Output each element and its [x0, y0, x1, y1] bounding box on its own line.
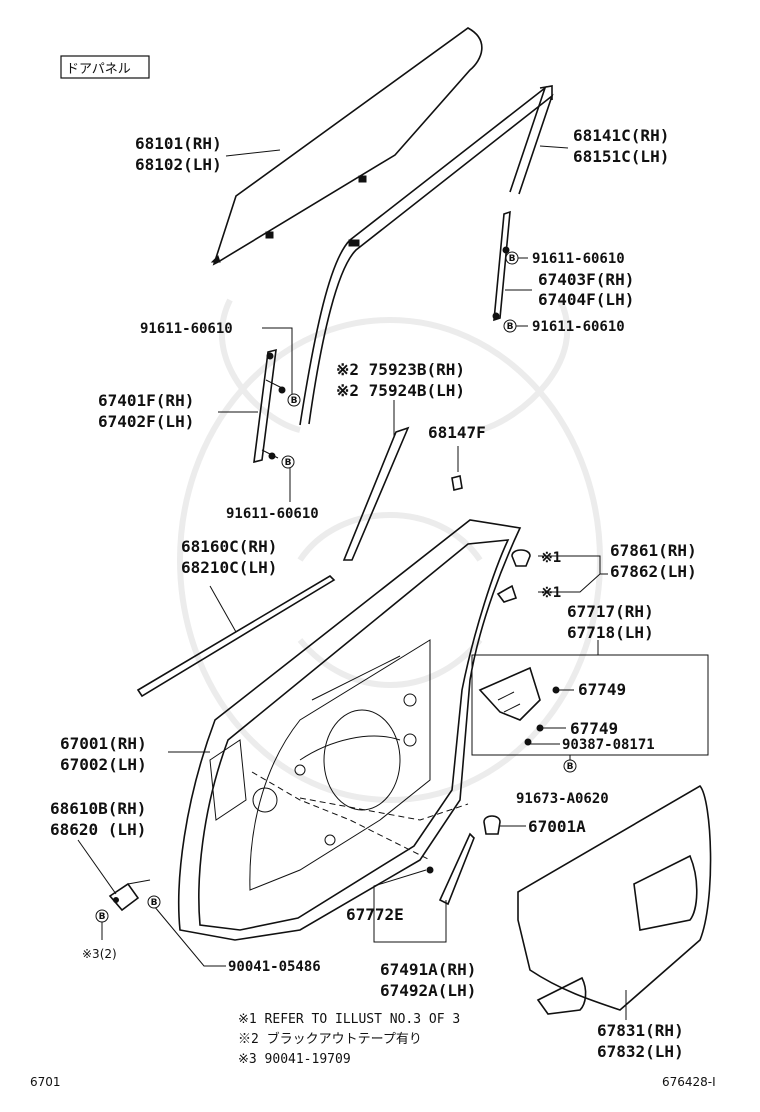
label-bolt-front-upper: 91611-60610: [140, 321, 233, 337]
page-code: 6701: [30, 1075, 61, 1089]
window-glass: [210, 27, 483, 266]
bolt-marker: B: [147, 895, 161, 909]
run-channel: [299, 85, 554, 426]
footnote-2: ※2 ブラックアウトテープ有り: [238, 1031, 422, 1047]
label-run-channel-rh: 68141C(RH): [573, 126, 669, 145]
bolt-marker: B: [287, 393, 301, 407]
label-front-sash-rh: 67401F(RH): [98, 391, 194, 410]
label-blackout-rh: ※2 75923B(RH): [336, 360, 465, 379]
footnotes: ※1 REFER TO ILLUST NO.3 OF 3 ※2 ブラックアウトテ…: [238, 1012, 460, 1067]
svg-text:B: B: [285, 458, 292, 468]
clip-68147f: [451, 475, 463, 491]
label-67001a: 67001A: [528, 817, 586, 836]
label-bolt-rear-lower: 91611-60610: [532, 319, 625, 335]
label-hinge-rh: 68610B(RH): [50, 799, 146, 818]
belt-weatherstrip: [136, 574, 336, 698]
label-bolt-front-lower: 91611-60610: [226, 506, 319, 522]
garnish-67491a: [426, 832, 475, 906]
svg-text:B: B: [291, 396, 298, 406]
label-glass-lh: 68102(LH): [135, 155, 222, 174]
lock-striker-group: [471, 654, 709, 756]
label-lock-striker-rh: 67717(RH): [567, 602, 654, 621]
label-lock-striker-lh: 67718(LH): [567, 623, 654, 642]
label-bolt-90041: 90041-05486: [228, 959, 321, 975]
illust-code: 676428-I: [662, 1075, 716, 1089]
label-glass-rh: 68101(RH): [135, 134, 222, 153]
label-garnish-rh: 67491A(RH): [380, 960, 476, 979]
front-sash: [253, 348, 286, 464]
label-door-panel-lh: 67002(LH): [60, 755, 147, 774]
label-ref1-b: ※1: [541, 585, 561, 601]
bolt-marker: B: [505, 251, 519, 265]
label-ref1-a: ※1: [541, 550, 561, 566]
rear-sash: [492, 210, 511, 322]
blackout-tape: [342, 426, 410, 561]
label-garnish-lh: 67492A(LH): [380, 981, 476, 1000]
bolt-markers: B B B B B B B: [95, 251, 577, 923]
label-weatherstrip-lh: 68210C(LH): [181, 558, 277, 577]
svg-text:B: B: [151, 898, 158, 908]
label-hinge-lh: 68620 (LH): [50, 820, 146, 839]
svg-text:B: B: [509, 254, 516, 264]
service-hole-cover: [517, 784, 712, 1015]
label-cover-lh: 67832(LH): [597, 1042, 684, 1061]
label-front-sash-lh: 67402F(LH): [98, 412, 194, 431]
label-clip-68147f: 68147F: [428, 423, 486, 442]
door-hinge: [108, 879, 151, 912]
door-panel-outline: [178, 519, 522, 941]
label-67749-b: 67749: [570, 719, 618, 738]
svg-text:B: B: [507, 322, 514, 332]
bolt-marker: B: [503, 319, 517, 333]
label-rear-sash-rh: 67403F(RH): [538, 270, 634, 289]
footnote-1: ※1 REFER TO ILLUST NO.3 OF 3: [238, 1012, 460, 1027]
label-bolt-91673: 91673-A0620: [516, 791, 609, 807]
bolt-marker: B: [95, 909, 109, 923]
label-clip-right-lh: 67862(LH): [610, 562, 697, 581]
svg-text:B: B: [567, 762, 574, 772]
clip-67861: [496, 549, 531, 603]
label-67749-a: 67749: [578, 680, 626, 699]
label-cover-rh: 67831(RH): [597, 1021, 684, 1040]
footnote-3: ※3 90041-19709: [238, 1052, 351, 1067]
bolt-marker: B: [281, 455, 295, 469]
section-label: ドアパネル: [60, 55, 150, 79]
part-labels: 68101(RH) 68102(LH) 68141C(RH) 68151C(LH…: [50, 126, 697, 1061]
label-ref3: ※3(2): [82, 947, 117, 961]
section-label-text: ドアパネル: [66, 62, 131, 77]
label-clip-right-rh: 67861(RH): [610, 541, 697, 560]
bolt-marker: B: [563, 759, 577, 773]
leader-lines: [77, 145, 627, 1020]
label-blackout-lh: ※2 75924B(LH): [336, 381, 465, 400]
svg-text:B: B: [99, 912, 106, 922]
label-door-panel-rh: 67001(RH): [60, 734, 147, 753]
label-rear-sash-lh: 67404F(LH): [538, 290, 634, 309]
label-weatherstrip-rh: 68160C(RH): [181, 537, 277, 556]
bumper-67001a: [483, 815, 501, 835]
label-bolt-rear-upper: 91611-60610: [532, 251, 625, 267]
label-67772e: 67772E: [346, 905, 404, 924]
label-screw-90387: 90387-08171: [562, 737, 655, 753]
label-run-channel-lh: 68151C(LH): [573, 147, 669, 166]
